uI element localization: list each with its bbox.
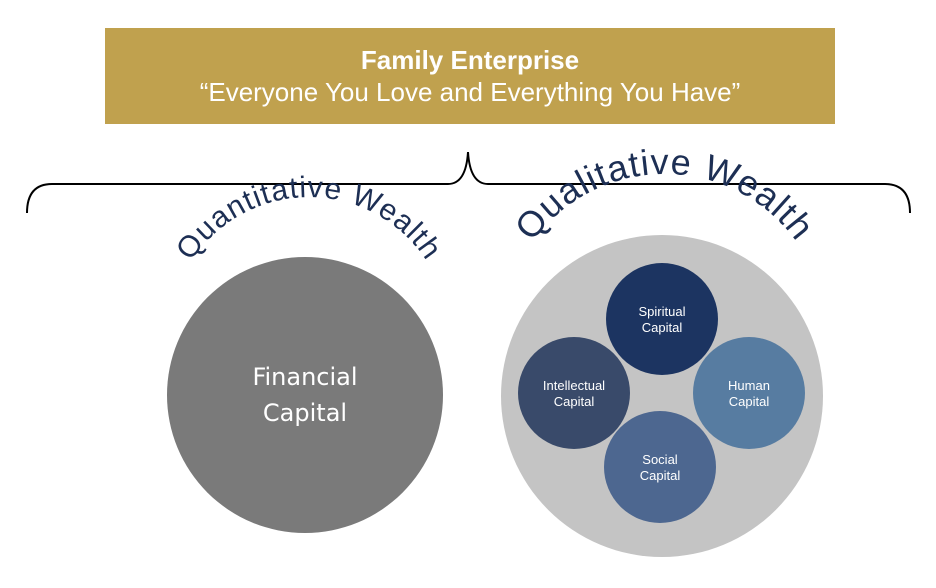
intellectual-capital-line2: Capital <box>554 394 595 409</box>
quantitative-arc-label: Quantitative Wealth <box>170 171 448 266</box>
qualitative-wealth-circle <box>501 235 823 557</box>
intellectual-capital-line1: Intellectual <box>543 378 605 393</box>
financial-capital-label-line2: Capital <box>263 399 347 427</box>
spiritual-capital-line1: Spiritual <box>639 304 686 319</box>
financial-capital-circle <box>167 257 443 533</box>
social-capital-line2: Capital <box>640 468 681 483</box>
qualitative-arc-label: Qualitative Wealth <box>506 141 822 248</box>
spiritual-capital-circle <box>606 263 718 375</box>
family-enterprise-banner: Family Enterprise “Everyone You Love and… <box>105 28 835 124</box>
financial-capital-label-line1: Financial <box>252 363 357 391</box>
human-capital-circle <box>693 337 805 449</box>
banner-title: Family Enterprise <box>360 45 580 75</box>
social-capital-circle <box>604 411 716 523</box>
human-capital-line1: Human <box>728 378 770 393</box>
human-capital-line2: Capital <box>729 394 770 409</box>
intellectual-capital-circle <box>518 337 630 449</box>
banner-subtitle: “Everyone You Love and Everything You Ha… <box>199 77 741 107</box>
curly-brace <box>26 151 911 214</box>
spiritual-capital-line2: Capital <box>642 320 683 335</box>
social-capital-line1: Social <box>642 452 678 467</box>
